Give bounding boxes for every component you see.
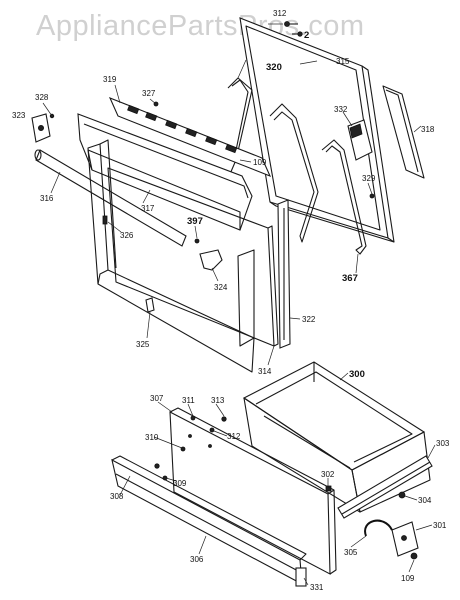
door-seal-318[interactable] [382,85,425,179]
end-cap-308[interactable] [154,463,160,469]
callout-306: 306 [190,555,204,564]
spring-305[interactable] [364,519,393,537]
callout-326: 326 [120,231,134,240]
callout-315: 315 [336,57,350,66]
hinge-324[interactable] [199,249,223,271]
bracket-301[interactable] [391,521,419,557]
callout-397: 397 [187,216,203,227]
bracket-332[interactable] [347,119,373,161]
callout-318: 318 [421,125,435,134]
callout-312: 312 [273,9,287,18]
callout-311: 311 [182,396,195,405]
callout-308: 308 [110,492,124,501]
callout-302: 302 [321,470,335,479]
drawer-handle-306[interactable] [111,455,307,585]
callout-303: 303 [436,439,450,448]
callout-300: 300 [349,369,365,380]
watermark-text: AppliancePartsPros.com [36,10,365,42]
drawer-front-307[interactable] [169,407,337,575]
screw-329[interactable] [369,193,375,199]
handle-rod-316[interactable] [34,149,187,247]
callout-325: 325 [136,340,150,349]
callout-328: 328 [35,93,49,102]
callout-316: 316 [40,194,54,203]
end-cap-331[interactable] [295,567,307,587]
callout-305: 305 [344,548,358,557]
oven-rack-320[interactable] [227,77,253,175]
screw-313[interactable] [221,416,227,422]
door-channel-322[interactable] [277,199,291,349]
drawer-body-300[interactable] [242,361,431,513]
callout-323: 323 [12,111,26,120]
door-trim-319[interactable] [108,96,272,178]
oven-rack-367[interactable] [269,103,367,255]
callout-331: 331 [310,583,324,592]
screw-311[interactable] [190,415,196,421]
screw-2[interactable] [292,31,303,37]
drawer-rail-303[interactable] [337,455,433,519]
callout-309: 309 [173,479,187,488]
callout-109-bottom: 109 [401,574,415,583]
callout-327: 327 [142,89,156,98]
callout-320: 320 [266,62,282,73]
callout-109-top: 109 [253,158,267,167]
callout-312-lower: 312 [227,432,241,441]
end-cap-323[interactable] [31,113,51,143]
callout-307: 307 [150,394,164,403]
leader-lines [42,23,436,586]
callout-317: 317 [141,204,155,213]
callout-322: 322 [302,315,316,324]
callout-314: 314 [258,367,272,376]
screw-304[interactable] [398,491,406,499]
callout-313: 313 [211,396,225,405]
callout-332: 332 [334,105,348,114]
callout-329: 329 [362,174,376,183]
bracket-326[interactable] [102,215,108,225]
callout-310: 310 [145,433,159,442]
callout-319: 319 [103,75,117,84]
screw-312[interactable] [284,21,299,27]
door-handle-317[interactable] [77,113,253,231]
callout-324: 324 [214,283,228,292]
callout-2: 2 [304,30,309,41]
screw-312-lower[interactable] [209,427,215,433]
clip-397[interactable] [194,238,200,244]
screw-109-bottom[interactable] [410,552,418,560]
callout-labels: 312 2 320 315 319 327 328 323 332 318 10… [12,9,450,592]
callout-304: 304 [418,496,432,505]
callout-301: 301 [433,521,447,530]
callout-367: 367 [342,273,358,284]
outer-door-panel-315[interactable] [239,17,395,243]
